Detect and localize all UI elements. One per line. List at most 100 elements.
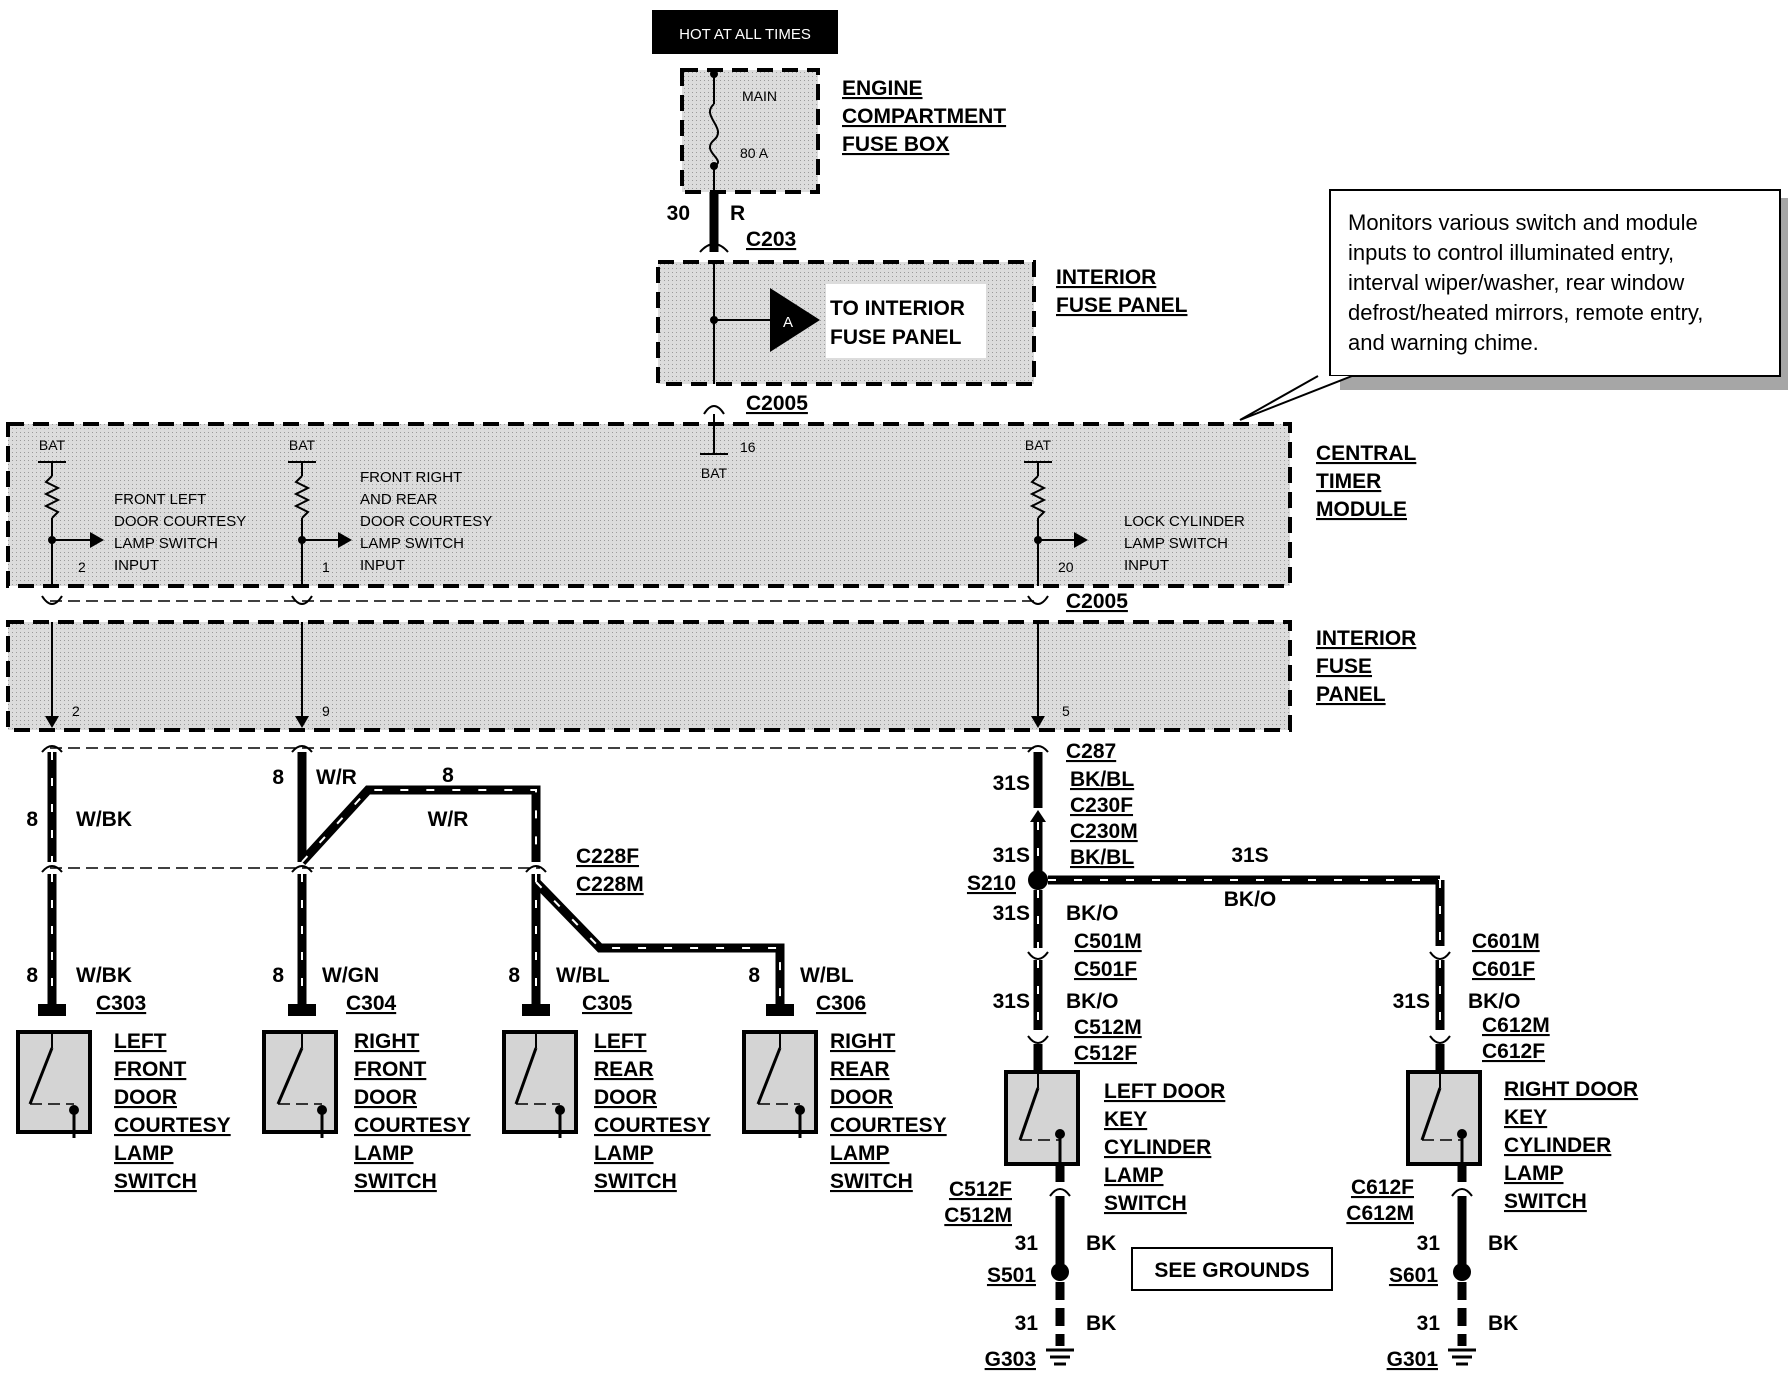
svg-text:SWITCH: SWITCH — [830, 1170, 913, 1193]
connector-c612m: C612M — [1482, 1014, 1550, 1037]
svg-text:LAMP SWITCH: LAMP SWITCH — [1124, 535, 1228, 552]
svg-text:30: 30 — [667, 202, 690, 225]
svg-text:AND REAR: AND REAR — [360, 491, 438, 508]
splice-s501: S501 — [987, 1264, 1036, 1287]
connector-c512f: C512F — [1074, 1042, 1137, 1065]
svg-text:DOOR: DOOR — [594, 1086, 657, 1109]
pullup-resistor-icon — [293, 475, 311, 519]
connector-c303: C303 — [96, 992, 146, 1015]
connector-c612f-lower: C612F — [1351, 1176, 1414, 1199]
svg-text:DOOR: DOOR — [114, 1086, 177, 1109]
switch-left-rear-icon — [502, 1030, 578, 1138]
svg-text:RIGHT DOOR: RIGHT DOOR — [1504, 1078, 1638, 1101]
connector-c612f: C612F — [1482, 1040, 1545, 1063]
input-arrow-icon — [90, 532, 104, 548]
svg-text:FUSE PANEL: FUSE PANEL — [830, 326, 962, 349]
svg-text:LAMP: LAMP — [114, 1142, 174, 1165]
interior-fuse-panel-bottom: 2 9 5 — [6, 620, 1292, 732]
connector-c2005-bottom: C2005 — [1066, 590, 1128, 613]
svg-text:LAMP: LAMP — [1104, 1164, 1164, 1187]
svg-text:interval wiper/washer, rear wi: interval wiper/washer, rear window — [1348, 270, 1684, 295]
connector-c512f-lower: C512F — [949, 1178, 1012, 1201]
svg-text:inputs to control illuminated: inputs to control illuminated entry, — [1348, 240, 1674, 265]
svg-text:31: 31 — [1417, 1312, 1441, 1335]
connector-c501f: C501F — [1074, 958, 1137, 981]
connector-c203: C203 — [746, 228, 796, 251]
svg-text:DOOR COURTESY: DOOR COURTESY — [114, 513, 246, 530]
svg-text:TO INTERIOR: TO INTERIOR — [830, 297, 965, 320]
pullup-resistor-icon — [1029, 475, 1047, 519]
connector-c230f: C230F — [1070, 794, 1133, 817]
svg-text:SEE GROUNDS: SEE GROUNDS — [1154, 1259, 1309, 1282]
svg-text:LAMP SWITCH: LAMP SWITCH — [114, 535, 218, 552]
svg-text:W/BL: W/BL — [800, 964, 854, 987]
switch-label-left-rear: LEFT REAR DOOR COURTESY LAMP SWITCH — [594, 1030, 711, 1193]
svg-text:INPUT: INPUT — [360, 557, 405, 574]
svg-text:BK/BL: BK/BL — [1070, 846, 1134, 869]
input-arrow-icon — [338, 532, 352, 548]
svg-text:LOCK CYLINDER: LOCK CYLINDER — [1124, 513, 1245, 530]
int-fuse-bottom-title-1: INTERIOR — [1316, 627, 1416, 650]
key-switch-label-right: RIGHT DOOR KEY CYLINDER LAMP SWITCH — [1504, 1078, 1638, 1213]
svg-text:9: 9 — [322, 703, 330, 719]
central-timer-module: 16 BAT BAT 2 FRONT LEFT DOOR COURTESY LA… — [6, 414, 1292, 588]
svg-text:BK/O: BK/O — [1468, 990, 1521, 1013]
ground-g303: G303 — [985, 1348, 1036, 1371]
connector-c2005-top-icon — [703, 405, 725, 415]
svg-text:REAR: REAR — [830, 1058, 890, 1081]
svg-text:DOOR: DOOR — [354, 1086, 417, 1109]
svg-text:W/BK: W/BK — [76, 964, 132, 987]
svg-text:16: 16 — [740, 439, 756, 455]
interior-fuse-title-2: FUSE PANEL — [1056, 294, 1188, 317]
reference-arrow-icon — [770, 288, 820, 352]
svg-text:1: 1 — [322, 559, 330, 575]
splice-s601-icon — [1453, 1263, 1471, 1281]
svg-text:31S: 31S — [993, 772, 1030, 795]
svg-text:LAMP: LAMP — [354, 1142, 414, 1165]
svg-text:31S: 31S — [993, 844, 1030, 867]
switch-right-key-cylinder-icon — [1406, 1070, 1482, 1166]
connector-c2005-top: C2005 — [746, 392, 808, 415]
svg-text:BK/O: BK/O — [1066, 902, 1119, 925]
svg-text:W/BK: W/BK — [76, 808, 132, 831]
connector-c306: C306 — [816, 992, 866, 1015]
svg-text:R: R — [730, 202, 745, 225]
svg-text:8: 8 — [748, 964, 760, 987]
svg-text:FRONT: FRONT — [354, 1058, 426, 1081]
ctm-title-1: CENTRAL — [1316, 442, 1416, 465]
pullup-resistor-icon — [43, 475, 61, 519]
svg-text:8: 8 — [508, 964, 520, 987]
svg-text:LAMP: LAMP — [594, 1142, 654, 1165]
switch-left-key-cylinder-icon — [1004, 1070, 1080, 1166]
svg-text:CYLINDER: CYLINDER — [1504, 1134, 1611, 1157]
svg-text:31S: 31S — [993, 990, 1030, 1013]
svg-text:31S: 31S — [1393, 990, 1430, 1013]
ground-run-right — [1448, 1164, 1476, 1366]
svg-text:FRONT LEFT: FRONT LEFT — [114, 491, 206, 508]
svg-text:REAR: REAR — [594, 1058, 654, 1081]
svg-text:DOOR: DOOR — [830, 1086, 893, 1109]
svg-text:W/R: W/R — [316, 766, 357, 789]
connector-c512m: C512M — [1074, 1016, 1142, 1039]
see-grounds-reference[interactable]: SEE GROUNDS — [1131, 1247, 1333, 1291]
svg-text:W/GN: W/GN — [322, 964, 379, 987]
svg-text:BAT: BAT — [701, 465, 728, 481]
connector-c230m: C230M — [1070, 820, 1138, 843]
svg-text:SWITCH: SWITCH — [114, 1170, 197, 1193]
svg-text:BK: BK — [1086, 1232, 1116, 1255]
splice-s601: S601 — [1389, 1264, 1438, 1287]
svg-text:FRONT RIGHT: FRONT RIGHT — [360, 469, 462, 486]
right-key-wiring — [1027, 745, 1451, 1070]
input-arrow-icon — [1074, 532, 1088, 548]
svg-text:CYLINDER: CYLINDER — [1104, 1136, 1211, 1159]
svg-text:defrost/heated mirrors, remote: defrost/heated mirrors, remote entry, — [1348, 300, 1703, 325]
hot-at-all-times-banner: HOT AT ALL TIMES — [652, 10, 838, 54]
connector-c501m: C501M — [1074, 930, 1142, 953]
svg-text:31: 31 — [1015, 1232, 1039, 1255]
interior-fuse-panel-top: A TO INTERIOR FUSE PANEL — [656, 260, 1036, 386]
svg-text:BAT: BAT — [289, 437, 316, 453]
switch-label-right-front: RIGHT FRONT DOOR COURTESY LAMP SWITCH — [354, 1030, 471, 1193]
svg-text:FRONT: FRONT — [114, 1058, 186, 1081]
connector-c612m-lower: C612M — [1346, 1202, 1414, 1225]
fuse-rating: 80 A — [740, 145, 769, 161]
